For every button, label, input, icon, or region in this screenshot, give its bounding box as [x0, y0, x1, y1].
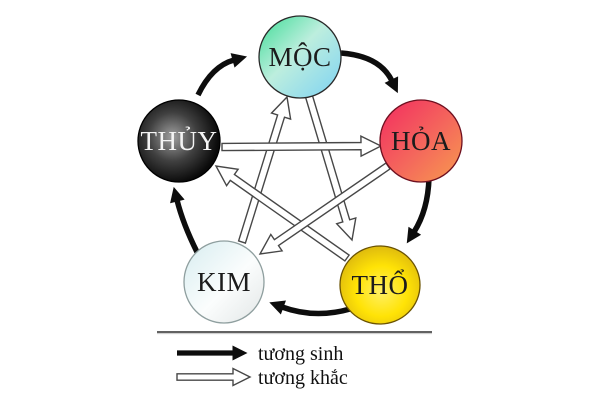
- node-hoa-label: HỎA: [391, 126, 451, 156]
- generating-cycle-arrows: [170, 50, 432, 317]
- node-tho-circle: [339, 245, 421, 325]
- node-moc-label: MỘC: [268, 42, 331, 72]
- sinh-arrow-thuy-moc: [195, 53, 248, 97]
- node-moc-circle: [258, 15, 342, 99]
- node-kim: KIM: [183, 240, 265, 324]
- khac-arrow-thuy-hoa: [221, 134, 383, 158]
- element-nodes: MỘC HỎA THỔ KIM THỦY: [137, 15, 463, 325]
- node-thuy-circle: [137, 99, 221, 183]
- node-hoa-circle: [379, 99, 463, 183]
- node-thuy: THỦY: [137, 99, 221, 183]
- sinh-arrow-tho-kim: [269, 300, 351, 317]
- node-thuy-label: THỦY: [141, 126, 218, 156]
- sinh-arrow-moc-hoa: [340, 50, 399, 94]
- node-tho: THỔ: [339, 245, 421, 325]
- sinh-arrow-kim-thuy: [170, 186, 200, 254]
- legend: tương sinh tương khắc: [157, 331, 432, 389]
- node-kim-circle: [183, 240, 265, 324]
- legend-sinh-label: tương sinh: [258, 343, 343, 365]
- node-tho-label: THỔ: [352, 269, 409, 300]
- legend-khac-label: tương khắc: [258, 367, 348, 389]
- legend-khac-arrow-icon: [176, 367, 252, 387]
- khac-arrow-kim-moc: [237, 95, 292, 244]
- sinh-arrow-hoa-tho: [406, 177, 432, 244]
- khac-arrow-hoa-kim: [258, 162, 391, 255]
- overcoming-cycle-arrows: [214, 91, 391, 262]
- khac-arrow-moc-tho: [303, 91, 357, 242]
- node-hoa: HỎA: [379, 99, 463, 183]
- node-moc: MỘC: [258, 15, 342, 99]
- khac-arrow-tho-thuy: [214, 165, 351, 262]
- node-kim-label: KIM: [197, 267, 251, 297]
